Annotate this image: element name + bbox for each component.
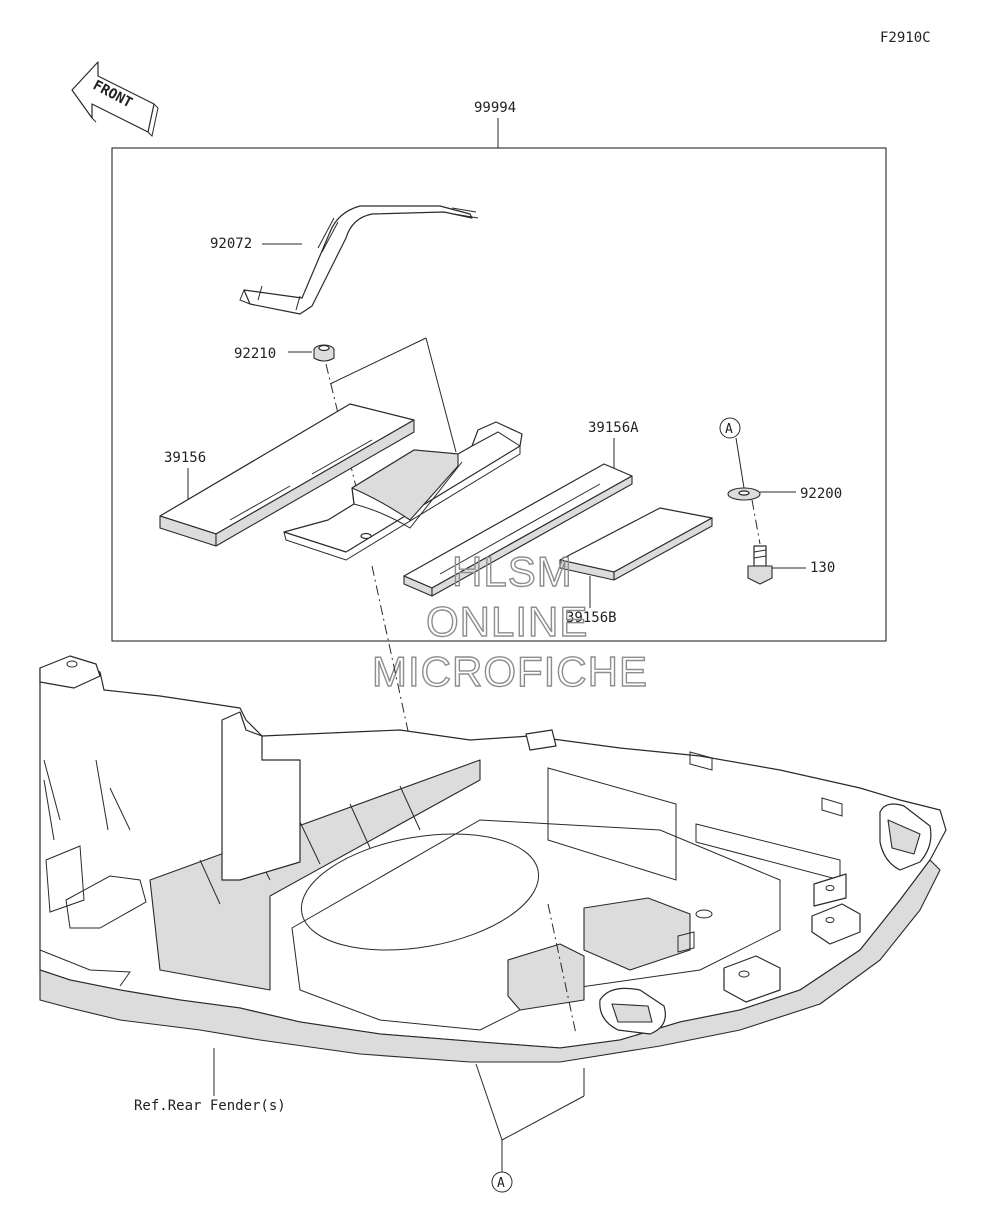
label-39156a: 39156A [588,420,639,436]
svg-text:ONLINE: ONLINE [426,598,588,645]
strap-part [239,205,479,315]
front-arrow: FRONT [71,61,159,138]
ref-marker-top: A [719,417,741,439]
ref-marker-bottom: A [491,1171,513,1193]
label-92072: 92072 [210,236,252,252]
svg-text:MICROFICHE: MICROFICHE [372,648,648,695]
watermark: HLSM ONLINE MICROFICHE [371,547,648,695]
washer-part [727,487,761,501]
ref-note: Ref.Rear Fender(s) [134,1098,286,1114]
pad-39156b [559,507,713,581]
label-92200: 92200 [800,486,842,502]
rear-fender [39,655,947,1063]
label-130: 130 [810,560,835,576]
svg-text:A: A [497,1176,505,1191]
label-39156: 39156 [164,450,206,466]
svg-text:A: A [725,422,733,437]
kit-number: 99994 [474,100,516,116]
grommet-part [313,344,335,362]
svg-text:HLSM: HLSM [452,548,573,595]
tray-part [283,421,523,561]
label-92210: 92210 [234,346,276,362]
bolt-part [747,545,773,585]
figure-code: F2910C [880,30,931,46]
pad-39156a [403,463,633,597]
label-39156b: 39156B [566,610,617,626]
pad-39156 [159,403,415,547]
kit-frame [111,147,887,642]
